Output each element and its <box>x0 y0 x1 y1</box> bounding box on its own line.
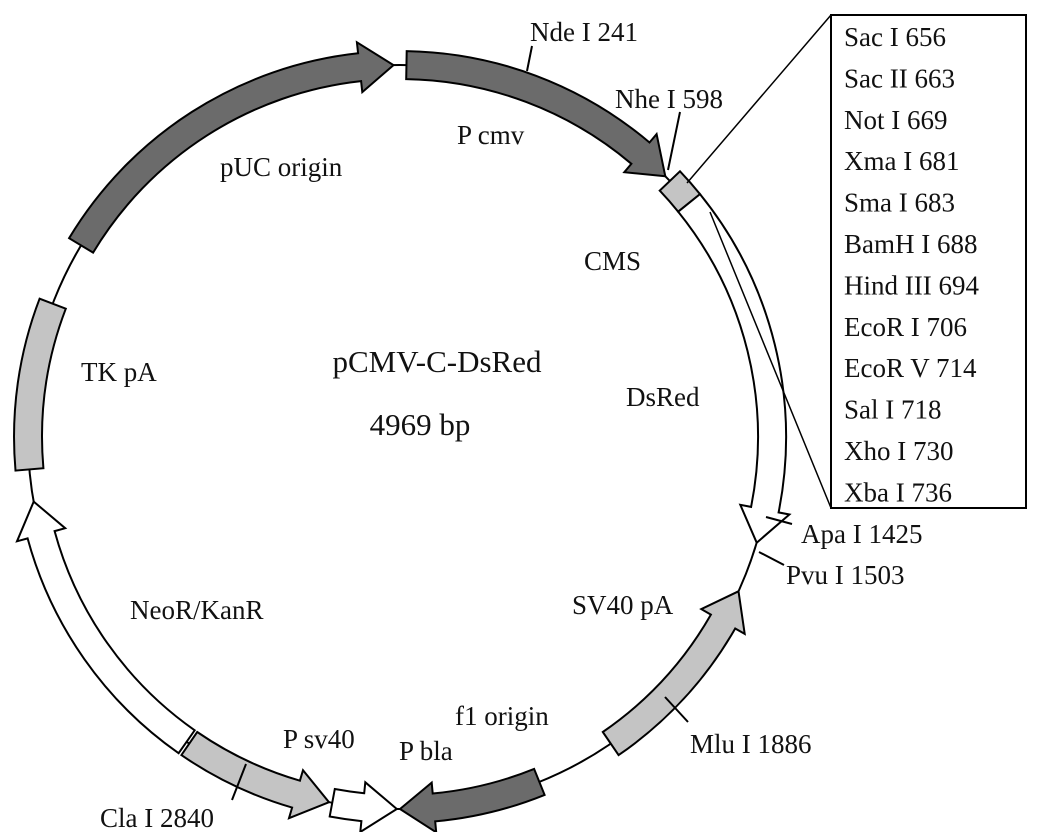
label-nde: Nde I 241 <box>530 17 638 47</box>
tick-mlu <box>664 696 689 723</box>
tick-nhe <box>667 111 681 171</box>
mcs-site: Sal I 718 <box>844 395 942 425</box>
label-pcmv: P cmv <box>457 120 525 150</box>
pbla-arc <box>328 780 399 832</box>
mcs-site: Xho I 730 <box>844 436 954 466</box>
label-puc: pUC origin <box>220 152 343 182</box>
mcs-box <box>830 14 1027 509</box>
label-apa: Apa I 1425 <box>801 519 922 549</box>
tick-cla <box>231 763 247 801</box>
label-neo: NeoR/KanR <box>130 595 263 625</box>
mcs-site: Sac I 656 <box>844 22 946 52</box>
puc-origin-arc <box>67 40 396 254</box>
f1-origin-arc <box>398 767 546 832</box>
label-nhe: Nhe I 598 <box>615 84 723 114</box>
tick-nde <box>526 45 533 72</box>
mcs-site: Xma I 681 <box>844 146 959 176</box>
tkpa-arc <box>13 297 68 472</box>
plasmid-size: 4969 bp <box>370 407 471 442</box>
tick-apa <box>765 516 793 525</box>
mcs-site: Not I 669 <box>844 105 948 135</box>
label-sv40pa: SV40 pA <box>572 590 674 620</box>
label-tkpa: TK pA <box>81 357 157 387</box>
mcs-site: BamH I 688 <box>844 229 977 259</box>
label-dsred: DsRed <box>626 382 700 412</box>
label-f1: f1 origin <box>455 701 549 731</box>
sv40pa-arc <box>601 589 746 757</box>
label-cla: Cla I 2840 <box>100 803 214 832</box>
mcs-site: EcoR I 706 <box>844 312 967 342</box>
label-pbla: P bla <box>399 736 453 766</box>
mcs-site: Hind III 694 <box>844 270 979 300</box>
mcs-site: Sac II 663 <box>844 63 955 93</box>
tick-pvu <box>758 551 785 566</box>
mcs-site: EcoR V 714 <box>844 353 977 383</box>
label-psv40: P sv40 <box>283 724 355 754</box>
neo-kanr-arc <box>15 499 197 755</box>
label-mlu: Mlu I 1886 <box>690 729 812 759</box>
psv40-arc <box>180 730 331 820</box>
mcs-connector-bottom <box>709 211 832 509</box>
mcs-site: Xba I 736 <box>844 477 952 507</box>
pcmv-arc <box>405 50 667 178</box>
dsred-arc <box>676 192 792 545</box>
site-ticks <box>231 45 793 801</box>
plasmid-name: pCMV-C-DsRed <box>333 344 542 379</box>
label-cms: CMS <box>584 246 641 276</box>
label-pvu: Pvu I 1503 <box>786 560 905 590</box>
mcs-connector-top <box>686 14 832 184</box>
mcs-site: Sma I 683 <box>844 188 955 218</box>
